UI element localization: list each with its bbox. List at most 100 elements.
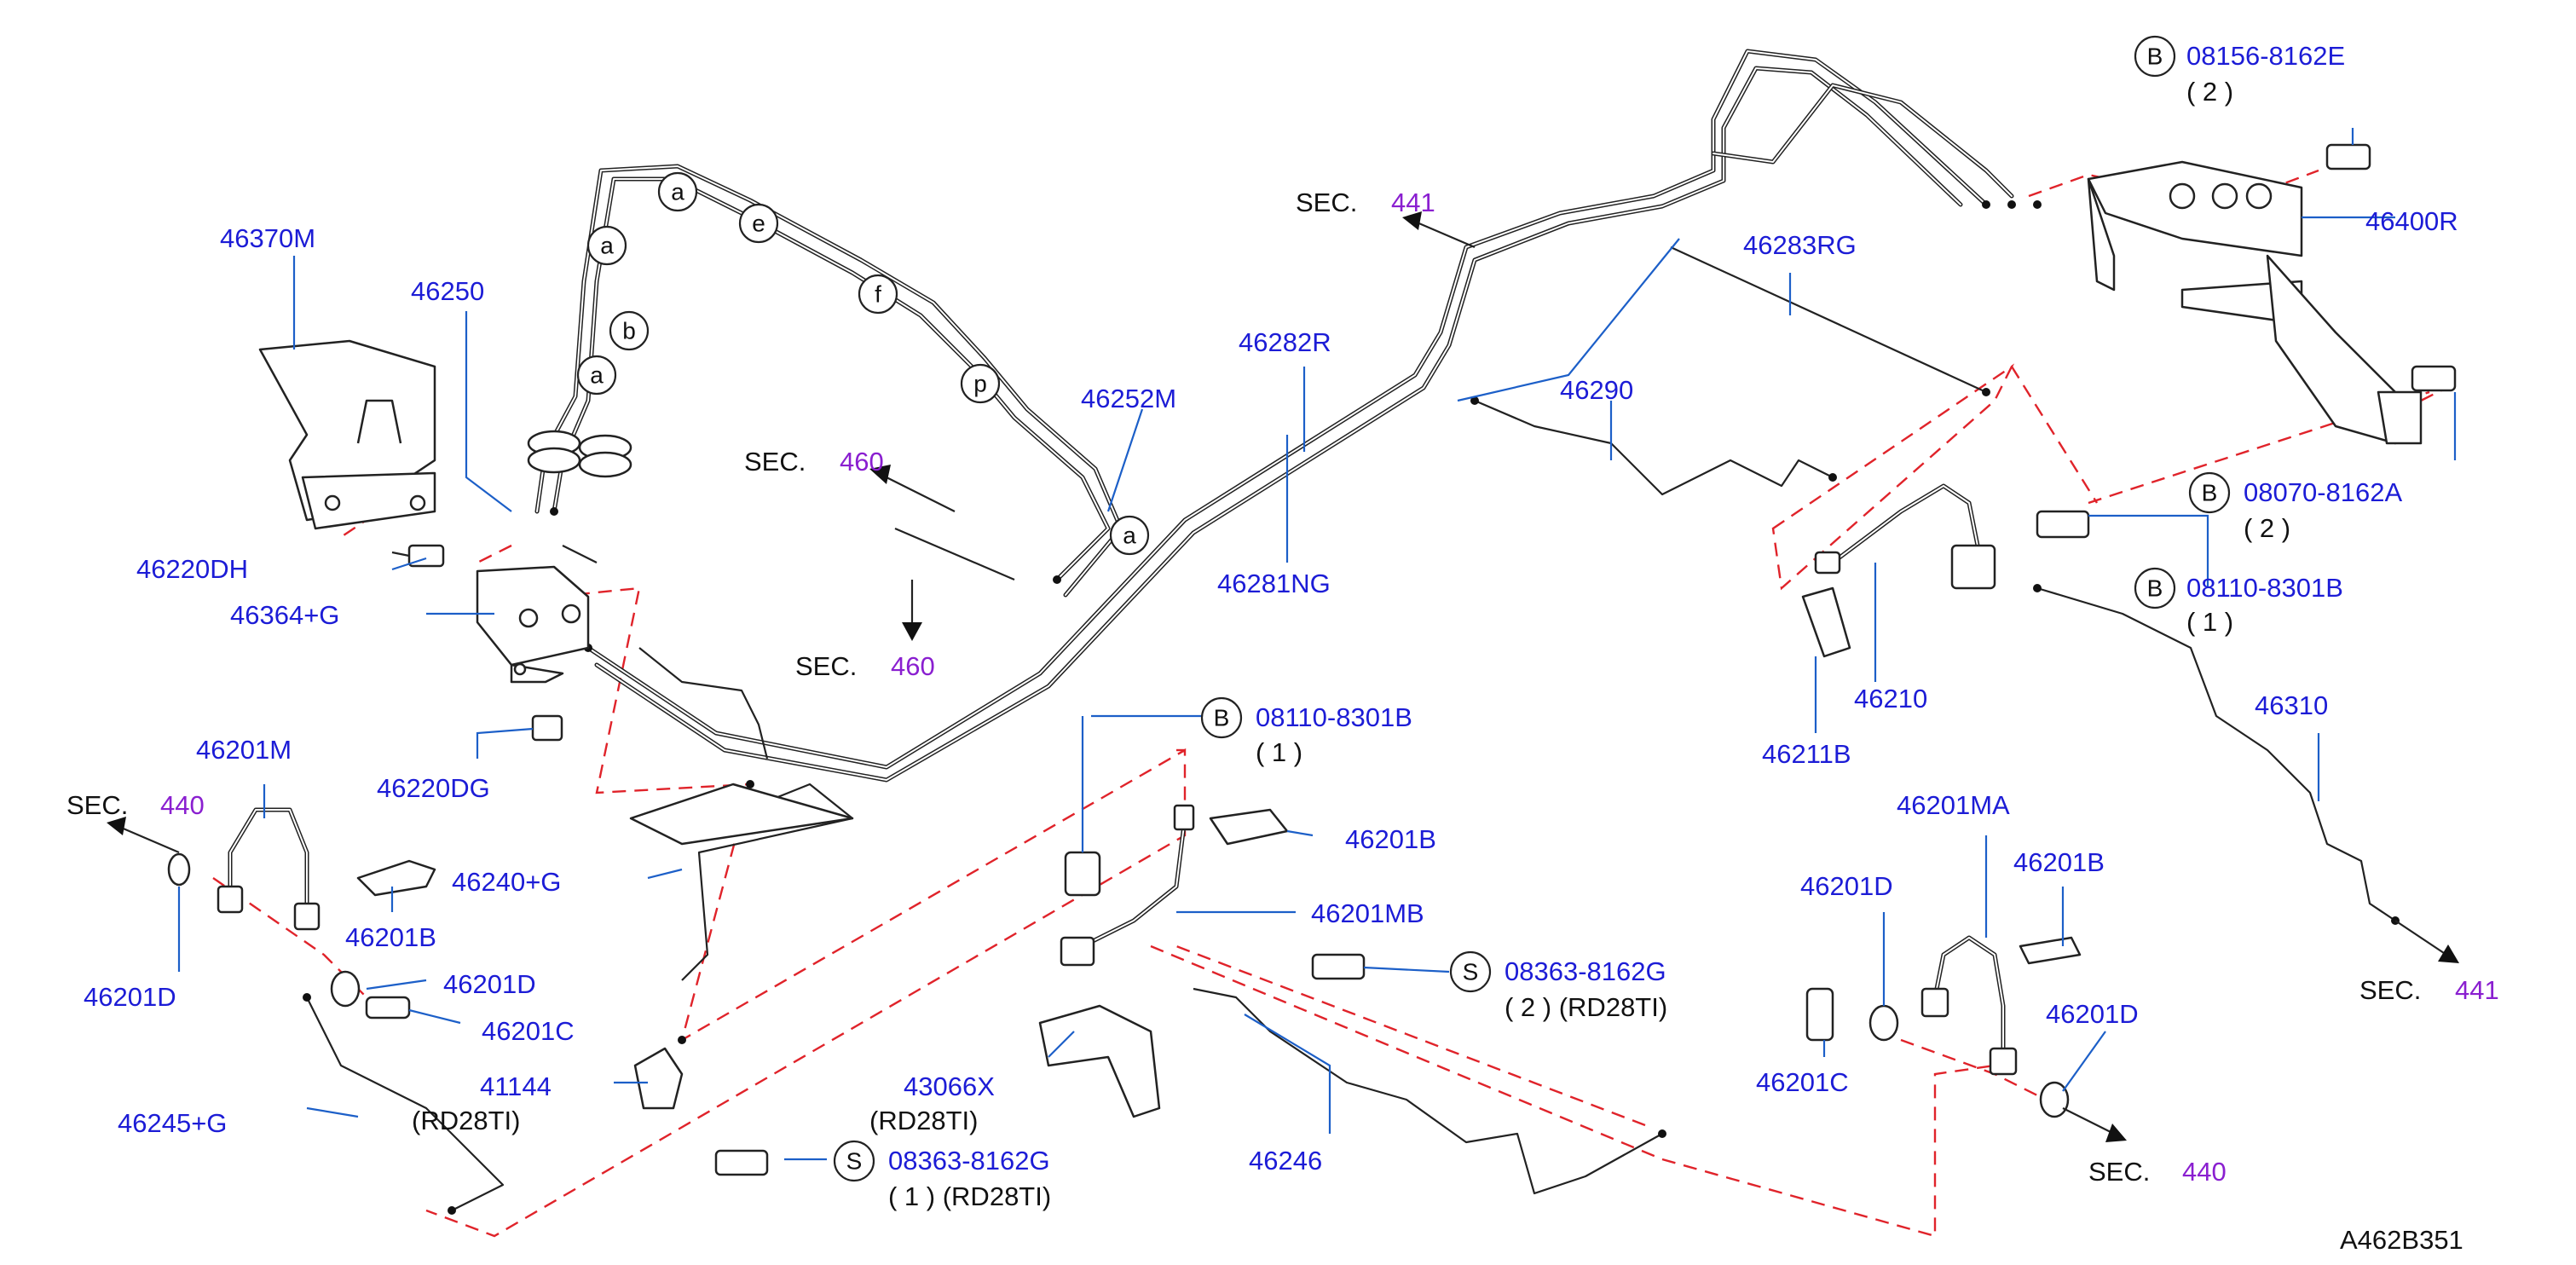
label-46211B: 46211B (1762, 739, 1851, 769)
label-46246: 46246 (1249, 1146, 1322, 1175)
screw-upper (1311, 953, 1366, 980)
hose-46201MB (1060, 804, 1195, 967)
bolt-08070 (2036, 510, 2090, 539)
label-bolt-08110-mid: 08110-8301B (1256, 702, 1412, 732)
label-43066X: 43066X (904, 1071, 995, 1101)
bracket-43066X (1038, 1004, 1161, 1118)
label-bolt-08156: 08156-8162E (2186, 41, 2345, 71)
label-bolt-08070: 08070-8162A (2244, 477, 2402, 507)
hose-46201MA (1920, 935, 2018, 1076)
label-46310: 46310 (2255, 690, 2328, 720)
label-46283RG: 46283RG (1743, 230, 1857, 260)
marker-B-3: B (2147, 575, 2163, 602)
marker-b: b (622, 318, 636, 344)
label-46201B-mid: 46201B (1345, 824, 1436, 854)
label-46364G: 46364+G (230, 600, 339, 630)
label-46281NG: 46281NG (1217, 569, 1331, 598)
bolt-mid (1064, 851, 1101, 897)
marker-f: f (875, 281, 881, 308)
label-46240G: 46240+G (452, 867, 561, 897)
sec-441-lower: 441 (2455, 975, 2499, 1005)
label-screw-upper: 08363-8162G (1505, 956, 1666, 986)
label-46201B-right: 46201B (2013, 847, 2105, 877)
note-rd28ti-41144: (RD28TI) (412, 1106, 520, 1135)
clip-46211B (1801, 586, 1851, 658)
label-46400R: 46400R (2365, 206, 2458, 236)
marker-B-2: B (2202, 480, 2218, 506)
label-46252M: 46252M (1081, 384, 1176, 413)
note-qty-bolt-08110-right: ( 1 ) (2186, 607, 2233, 637)
label-46201B-left: 46201B (345, 922, 436, 952)
coil-46250 (527, 430, 632, 478)
bracket-41144 (633, 1047, 684, 1110)
marker-B-1: B (2147, 43, 2163, 70)
label-46201C-right: 46201C (1756, 1067, 1849, 1097)
label-46201D-left-1: 46201D (443, 969, 536, 999)
brake-pipes (534, 49, 2014, 783)
sec-460-lower: 460 (891, 651, 935, 681)
bolt-46220DH (391, 544, 445, 568)
label-46250: 46250 (411, 276, 484, 306)
marker-B-4: B (1214, 705, 1230, 731)
diagram-code: A462B351 (2340, 1225, 2463, 1255)
hose-46210 (1814, 483, 1996, 590)
label-bolt-08110-right: 08110-8301B (2186, 573, 2343, 603)
bracket-46240G (629, 783, 854, 846)
sec-460-upper: 460 (840, 447, 884, 477)
sec-word-441b: SEC. (2359, 975, 2421, 1005)
marker-e: e (752, 211, 765, 237)
note-qty-bolt-08110-mid: ( 1 ) (1256, 737, 1302, 767)
bolt-46220DG (531, 714, 563, 742)
marker-a-2: a (600, 233, 614, 259)
junction-46364G (476, 565, 590, 684)
label-46201D-left-2: 46201D (84, 982, 176, 1012)
sec-440-right: 440 (2182, 1157, 2227, 1187)
label-46201D-right-2: 46201D (2046, 999, 2139, 1029)
clip-46201B-right (2019, 936, 2082, 965)
hose-46201M (167, 807, 321, 931)
label-46370M: 46370M (220, 223, 315, 253)
sec-440-left: 440 (160, 790, 205, 820)
clip-46201B-left (356, 859, 436, 897)
sec-word-440b: SEC. (2088, 1157, 2150, 1187)
label-46210: 46210 (1854, 684, 1927, 713)
label-screw-lower: 08363-8162G (888, 1146, 1050, 1175)
note-qty-bolt-08156: ( 2 ) (2186, 77, 2233, 107)
label-46201C-left: 46201C (482, 1016, 575, 1046)
label-46201MB: 46201MB (1311, 898, 1424, 928)
label-46201MA: 46201MA (1897, 790, 2010, 820)
label-46282R: 46282R (1239, 327, 1331, 357)
marker-a-3: a (590, 362, 604, 389)
marker-a-1: a (671, 179, 684, 205)
note-qty-screw-lower: ( 1 ) (RD28TI) (888, 1181, 1051, 1211)
bracket-46370M (258, 339, 436, 530)
note-qty-screw-upper: ( 2 ) (RD28TI) (1505, 992, 1667, 1022)
label-46220DG: 46220DG (377, 773, 490, 803)
leader-lines (177, 128, 2457, 1161)
screw-lower (714, 1149, 769, 1176)
washer-bolt-left (330, 970, 411, 1020)
fastener-markers: B B B B S S (833, 35, 2231, 1182)
part-labels: 46370M 46250 46252M 46282R 46281NG 46283… (84, 41, 2458, 1175)
clip-46201B-mid (1209, 808, 1289, 846)
section-arrows (107, 211, 2459, 1142)
marker-S-2: S (846, 1148, 863, 1175)
label-46220DH: 46220DH (136, 554, 248, 584)
marker-a-4: a (1123, 523, 1136, 549)
note-qty-bolt-08070: ( 2 ) (2244, 513, 2290, 543)
notes: (RD28TI) (RD28TI) ( 2 ) ( 2 ) ( 1 ) ( 1 … (412, 77, 2463, 1255)
section-refs: SEC. 460 SEC. 460 SEC. 441 SEC. 441 SEC.… (66, 188, 2499, 1187)
sec-word-460a: SEC. (744, 447, 806, 477)
label-41144: 41144 (480, 1071, 552, 1101)
sec-441-upper: 441 (1391, 188, 1435, 217)
label-46290: 46290 (1560, 375, 1633, 405)
label-46245G: 46245+G (118, 1108, 227, 1138)
pedal-46400R (2087, 160, 2423, 445)
bolts-right (2325, 143, 2457, 392)
marker-S-1: S (1463, 959, 1479, 985)
sec-word-460b: SEC. (795, 651, 857, 681)
loop-markers: a e a b a f p a (576, 171, 1150, 556)
sec-word-440a: SEC. (66, 790, 128, 820)
label-46201M: 46201M (196, 735, 292, 765)
